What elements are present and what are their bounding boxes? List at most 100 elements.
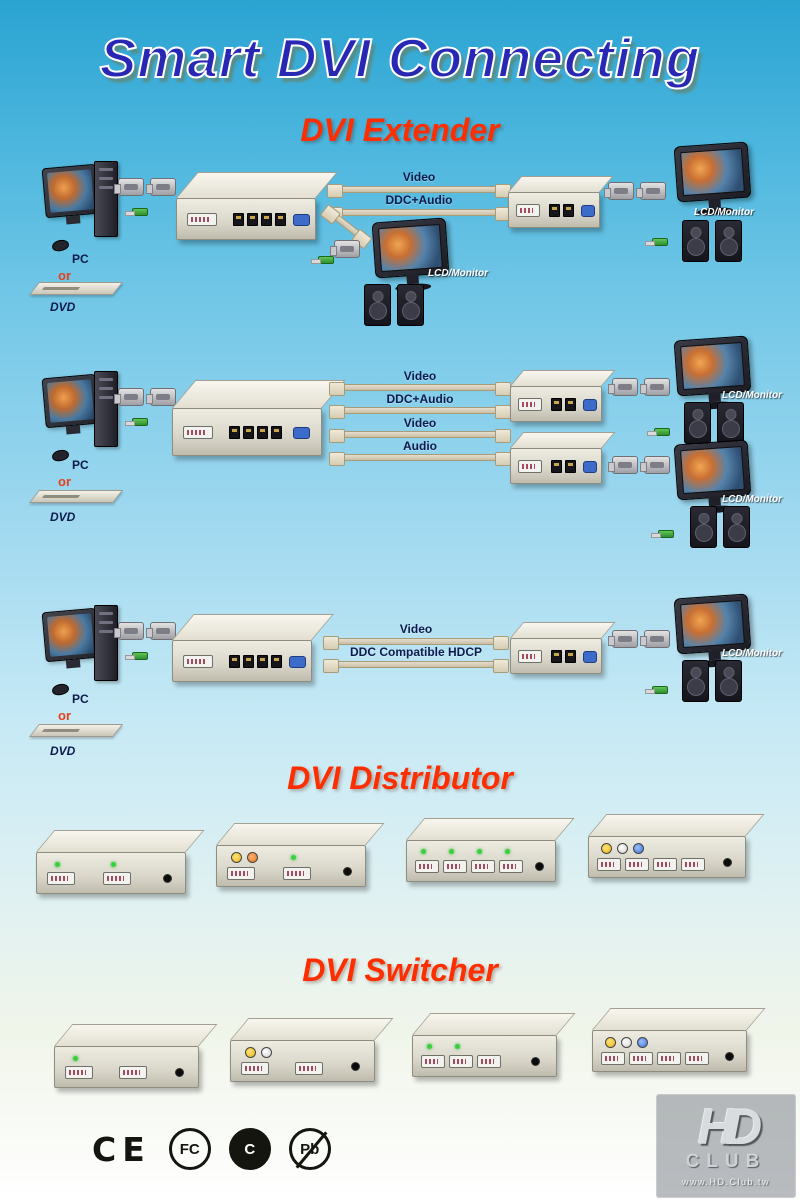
dc-power-jack	[163, 874, 172, 883]
hdclub-hd-logo: HD	[697, 1099, 762, 1155]
lcd-frame	[673, 593, 752, 655]
cat5-cable	[323, 659, 509, 673]
dc-power-jack	[175, 1068, 184, 1077]
speaker-icon	[682, 220, 709, 262]
dvi-adapter-icon	[608, 630, 638, 648]
hdclub-club-text: CLUB	[685, 1151, 767, 1172]
rca-jack-icon	[247, 852, 258, 863]
dvi-adapter-icon	[114, 178, 144, 196]
pc-label: PC	[72, 252, 89, 266]
box-front-face	[172, 640, 312, 682]
box-top-face	[172, 380, 346, 408]
rj45-port	[565, 398, 576, 411]
dvi-extender-transmitter	[172, 614, 334, 682]
pc-monitor-screen	[46, 169, 95, 213]
rca-jack-icon	[261, 1047, 272, 1058]
dvi-port	[103, 872, 131, 885]
cat5-cable	[329, 429, 511, 443]
led-icon	[427, 1044, 432, 1049]
lcd-screen	[680, 445, 745, 495]
cable-label-ddc-audio: DDC+Audio	[386, 392, 454, 406]
led-icon	[477, 849, 482, 854]
dvi-adapter-icon	[146, 622, 176, 640]
audio-jack-green-icon	[125, 418, 148, 426]
rj45-port	[243, 655, 254, 668]
vga-port	[289, 656, 306, 668]
audio-jack-green-icon	[311, 256, 334, 264]
cable-label-audio: Audio	[403, 439, 437, 453]
pc-monitor-screen	[46, 613, 95, 657]
distributor-1x2-audio	[216, 823, 385, 887]
box-front-face	[230, 1040, 375, 1082]
dvi-port	[47, 872, 75, 885]
dvi-port	[477, 1055, 501, 1068]
ce-mark-icon: CE	[92, 1129, 151, 1169]
led-icon	[421, 849, 426, 854]
audio-jack-green-icon	[651, 530, 674, 538]
cat5-cable	[329, 382, 511, 396]
rca-jack-icon	[605, 1037, 616, 1048]
dvi-extender-transmitter	[172, 380, 346, 456]
dvi-port	[601, 1052, 625, 1065]
section-heading-switcher: DVI Switcher	[302, 952, 498, 988]
dvd-label: DVD	[50, 744, 76, 758]
cable-label-ddc-audio: DDC+Audio	[385, 193, 453, 207]
rca-jack-icon	[231, 852, 242, 863]
pc-tower	[94, 605, 118, 681]
box-top-face	[510, 370, 616, 386]
box-front-face	[592, 1030, 747, 1072]
dvi-adapter-icon	[608, 456, 638, 474]
led-icon	[55, 862, 60, 867]
box-top-face	[510, 432, 616, 448]
rj45-port	[275, 213, 286, 226]
rca-jack-icon	[601, 843, 612, 854]
speaker-icon	[715, 660, 742, 702]
box-top-face	[508, 176, 614, 192]
dvi-port	[681, 858, 705, 871]
box-top-face	[176, 172, 338, 198]
box-top-face	[406, 818, 575, 840]
led-icon	[291, 855, 296, 860]
rj45-port	[233, 213, 244, 226]
dvi-extender-receiver	[510, 370, 616, 422]
dvi-port	[65, 1066, 93, 1079]
led-icon	[505, 849, 510, 854]
dc-power-jack	[351, 1062, 360, 1071]
dvi-extender-receiver	[508, 176, 614, 228]
cat5-cable	[329, 405, 511, 419]
lcd-frame	[673, 335, 752, 397]
dvi-adapter-icon	[114, 388, 144, 406]
certification-marks: CE FC C Pb	[92, 1128, 331, 1170]
audio-jack-green-icon	[125, 652, 148, 660]
dvi-port	[516, 204, 540, 217]
box-front-face	[508, 192, 600, 228]
box-top-face	[36, 830, 205, 852]
dvi-port	[183, 655, 213, 668]
rj45-port	[549, 204, 560, 217]
pc-monitor-screen	[46, 379, 95, 423]
speaker-icon	[682, 660, 709, 702]
box-front-face	[172, 408, 322, 456]
dvi-port	[625, 858, 649, 871]
box-top-face	[588, 814, 765, 836]
vga-port	[293, 427, 310, 439]
rca-jack-icon	[245, 1047, 256, 1058]
dvi-adapter-icon	[146, 388, 176, 406]
pc-mouse	[51, 238, 70, 253]
dvi-port	[295, 1062, 323, 1075]
box-front-face	[54, 1046, 199, 1088]
rca-jack-icon	[617, 843, 628, 854]
fcc-mark-icon: FC	[168, 1128, 211, 1170]
cable-label-video: Video	[403, 416, 437, 430]
dvi-adapter-icon	[330, 240, 360, 258]
speaker-icon	[690, 506, 717, 548]
speakers	[682, 220, 742, 262]
box-top-face	[412, 1013, 576, 1035]
dvd-label: DVD	[50, 510, 76, 524]
or-label: or	[58, 708, 71, 723]
dvi-adapter-icon	[640, 456, 670, 474]
box-top-face	[592, 1008, 766, 1030]
distributor-1x4-audio	[588, 814, 765, 878]
dc-power-jack	[725, 1052, 734, 1061]
cable-label-video: Video	[402, 170, 436, 184]
